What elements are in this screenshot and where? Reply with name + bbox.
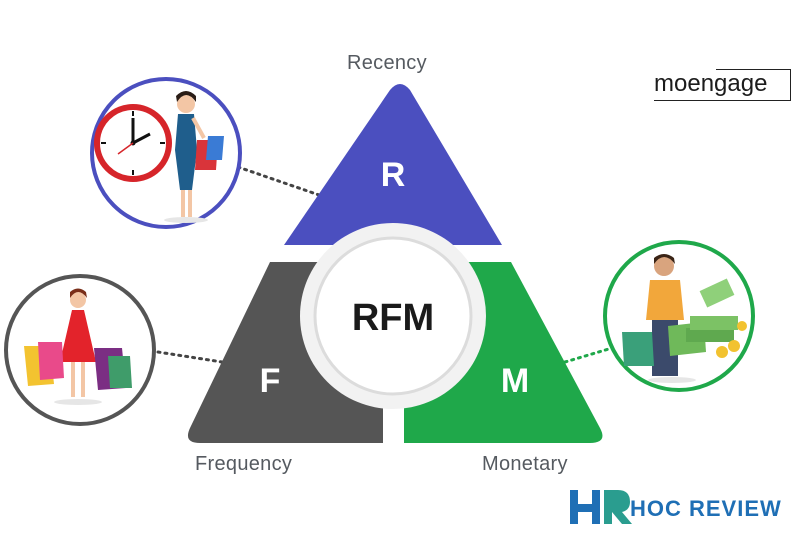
monetary-label: Monetary [482,453,568,475]
man-figure [622,254,706,383]
clock-icon [94,104,172,182]
frequency-connector [156,350,224,364]
rfm-center-circle [313,236,473,396]
frequency-letter: F [260,362,281,400]
recency-letter: R [381,156,406,194]
watermark-logo-mark [570,490,632,524]
shopper-woman-figure [24,288,132,405]
frequency-illustration [4,274,156,426]
brand-text-a: mo [654,70,688,97]
moengage-logo: moengage [654,69,791,101]
brand-text-b: engage [687,70,768,97]
watermark-text: HOC REVIEW [630,496,782,521]
woman-figure [164,91,224,223]
monetary-letter: M [501,362,529,400]
recency-connector [236,165,324,198]
monetary-illustration [603,240,755,392]
frequency-label: Frequency [195,453,293,475]
monetary-connector [563,346,614,364]
recency-label: Recency [347,52,427,74]
brand-border [716,69,791,70]
money-stack-icon [686,278,747,358]
recency-illustration [90,77,242,229]
recency-segment [284,84,502,245]
rfm-center-label: RFM [352,297,434,339]
